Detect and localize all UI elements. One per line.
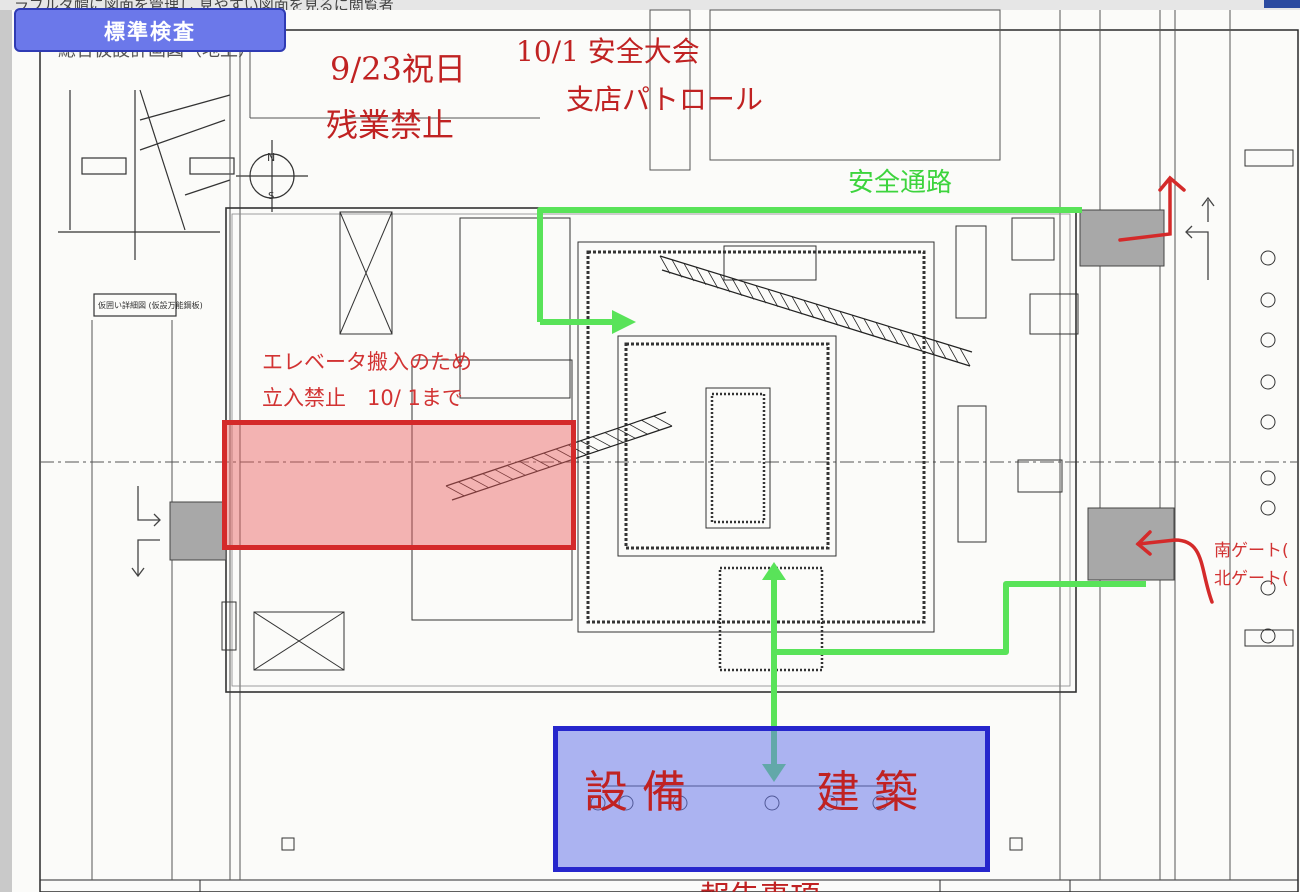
- toolbar-accent: [1264, 0, 1300, 8]
- lattice-brace: [719, 274, 731, 293]
- lattice-brace: [458, 481, 477, 493]
- svg-text:S: S: [268, 191, 274, 202]
- lattice-brace: [887, 325, 899, 345]
- lattice-brace: [803, 300, 815, 319]
- lattice-brace: [494, 469, 514, 480]
- lattice-brace: [767, 289, 779, 308]
- elevator-note-line1: エレベータ搬入のため: [262, 350, 472, 374]
- route-arrowheads: [612, 310, 786, 782]
- svg-text:N: N: [267, 151, 275, 164]
- lattice-brace: [592, 436, 612, 447]
- equipment-label: 設備: [584, 767, 700, 818]
- fence-detail-caption: 仮囲い詳細図 (仮設万能鋼板): [98, 300, 203, 310]
- lattice-brace: [863, 318, 875, 337]
- lattice-brace: [659, 255, 671, 274]
- lattice-brace: [707, 270, 719, 289]
- patrol-note-line1: 10/1 安全大会: [516, 35, 700, 68]
- lattice-brace: [851, 314, 863, 333]
- lattice-brace: [875, 322, 887, 341]
- crane-lattice: [445, 255, 971, 497]
- restricted-zone: [222, 420, 576, 550]
- lattice-brace: [911, 333, 923, 352]
- lattice-brace: [470, 477, 489, 489]
- holiday-note-line1: 9/23祝日: [330, 50, 466, 88]
- elevator-note-line2: 立入禁止 10/ 1まで: [262, 386, 463, 410]
- lattice-brace: [695, 266, 707, 285]
- lattice-brace: [604, 432, 624, 443]
- fence-detail: [58, 89, 235, 317]
- lattice-brace: [616, 428, 636, 439]
- lattice-brace: [519, 460, 538, 472]
- south-gate-label: 南ゲート(: [1214, 541, 1289, 561]
- lattice-brace: [947, 344, 959, 363]
- lattice-brace: [629, 423, 648, 435]
- lattice-brace: [671, 259, 683, 278]
- lattice-brace: [743, 281, 755, 300]
- lattice-brace: [543, 452, 563, 464]
- standard-inspection-button[interactable]: 標準検査: [14, 8, 286, 52]
- patrol-note-line2: 支店パトロール: [566, 83, 763, 116]
- lattice-brace: [839, 311, 851, 330]
- report-title: 報告事項: [700, 872, 820, 892]
- lattice-brace: [506, 465, 526, 476]
- lattice-brace: [923, 337, 935, 356]
- north-arrow-icon: N S: [236, 140, 308, 212]
- lattice-brace: [731, 277, 743, 297]
- lattice-brace: [815, 303, 827, 322]
- lattice-brace: [641, 419, 660, 431]
- architecture-label: 建築: [816, 767, 932, 818]
- lattice-brace: [899, 329, 911, 348]
- lattice-brace: [755, 285, 767, 304]
- north-gate-label: 北ゲート(: [1214, 569, 1289, 589]
- lattice-brace: [580, 440, 599, 452]
- lattice-brace: [779, 292, 791, 311]
- safety-route-label: 安全通路: [848, 168, 953, 198]
- lattice-brace: [482, 473, 502, 484]
- storage-zone: [553, 726, 990, 872]
- holiday-note-line2: 残業禁止: [326, 106, 455, 144]
- lattice-brace: [445, 485, 465, 497]
- lattice-brace: [935, 340, 947, 359]
- column-markers: [1244, 149, 1294, 647]
- lattice-brace: [827, 307, 839, 326]
- lattice-brace: [959, 348, 971, 367]
- lattice-brace: [683, 263, 695, 282]
- lattice-brace: [531, 456, 550, 468]
- lattice-brace: [791, 296, 803, 315]
- lattice-brace: [653, 415, 673, 427]
